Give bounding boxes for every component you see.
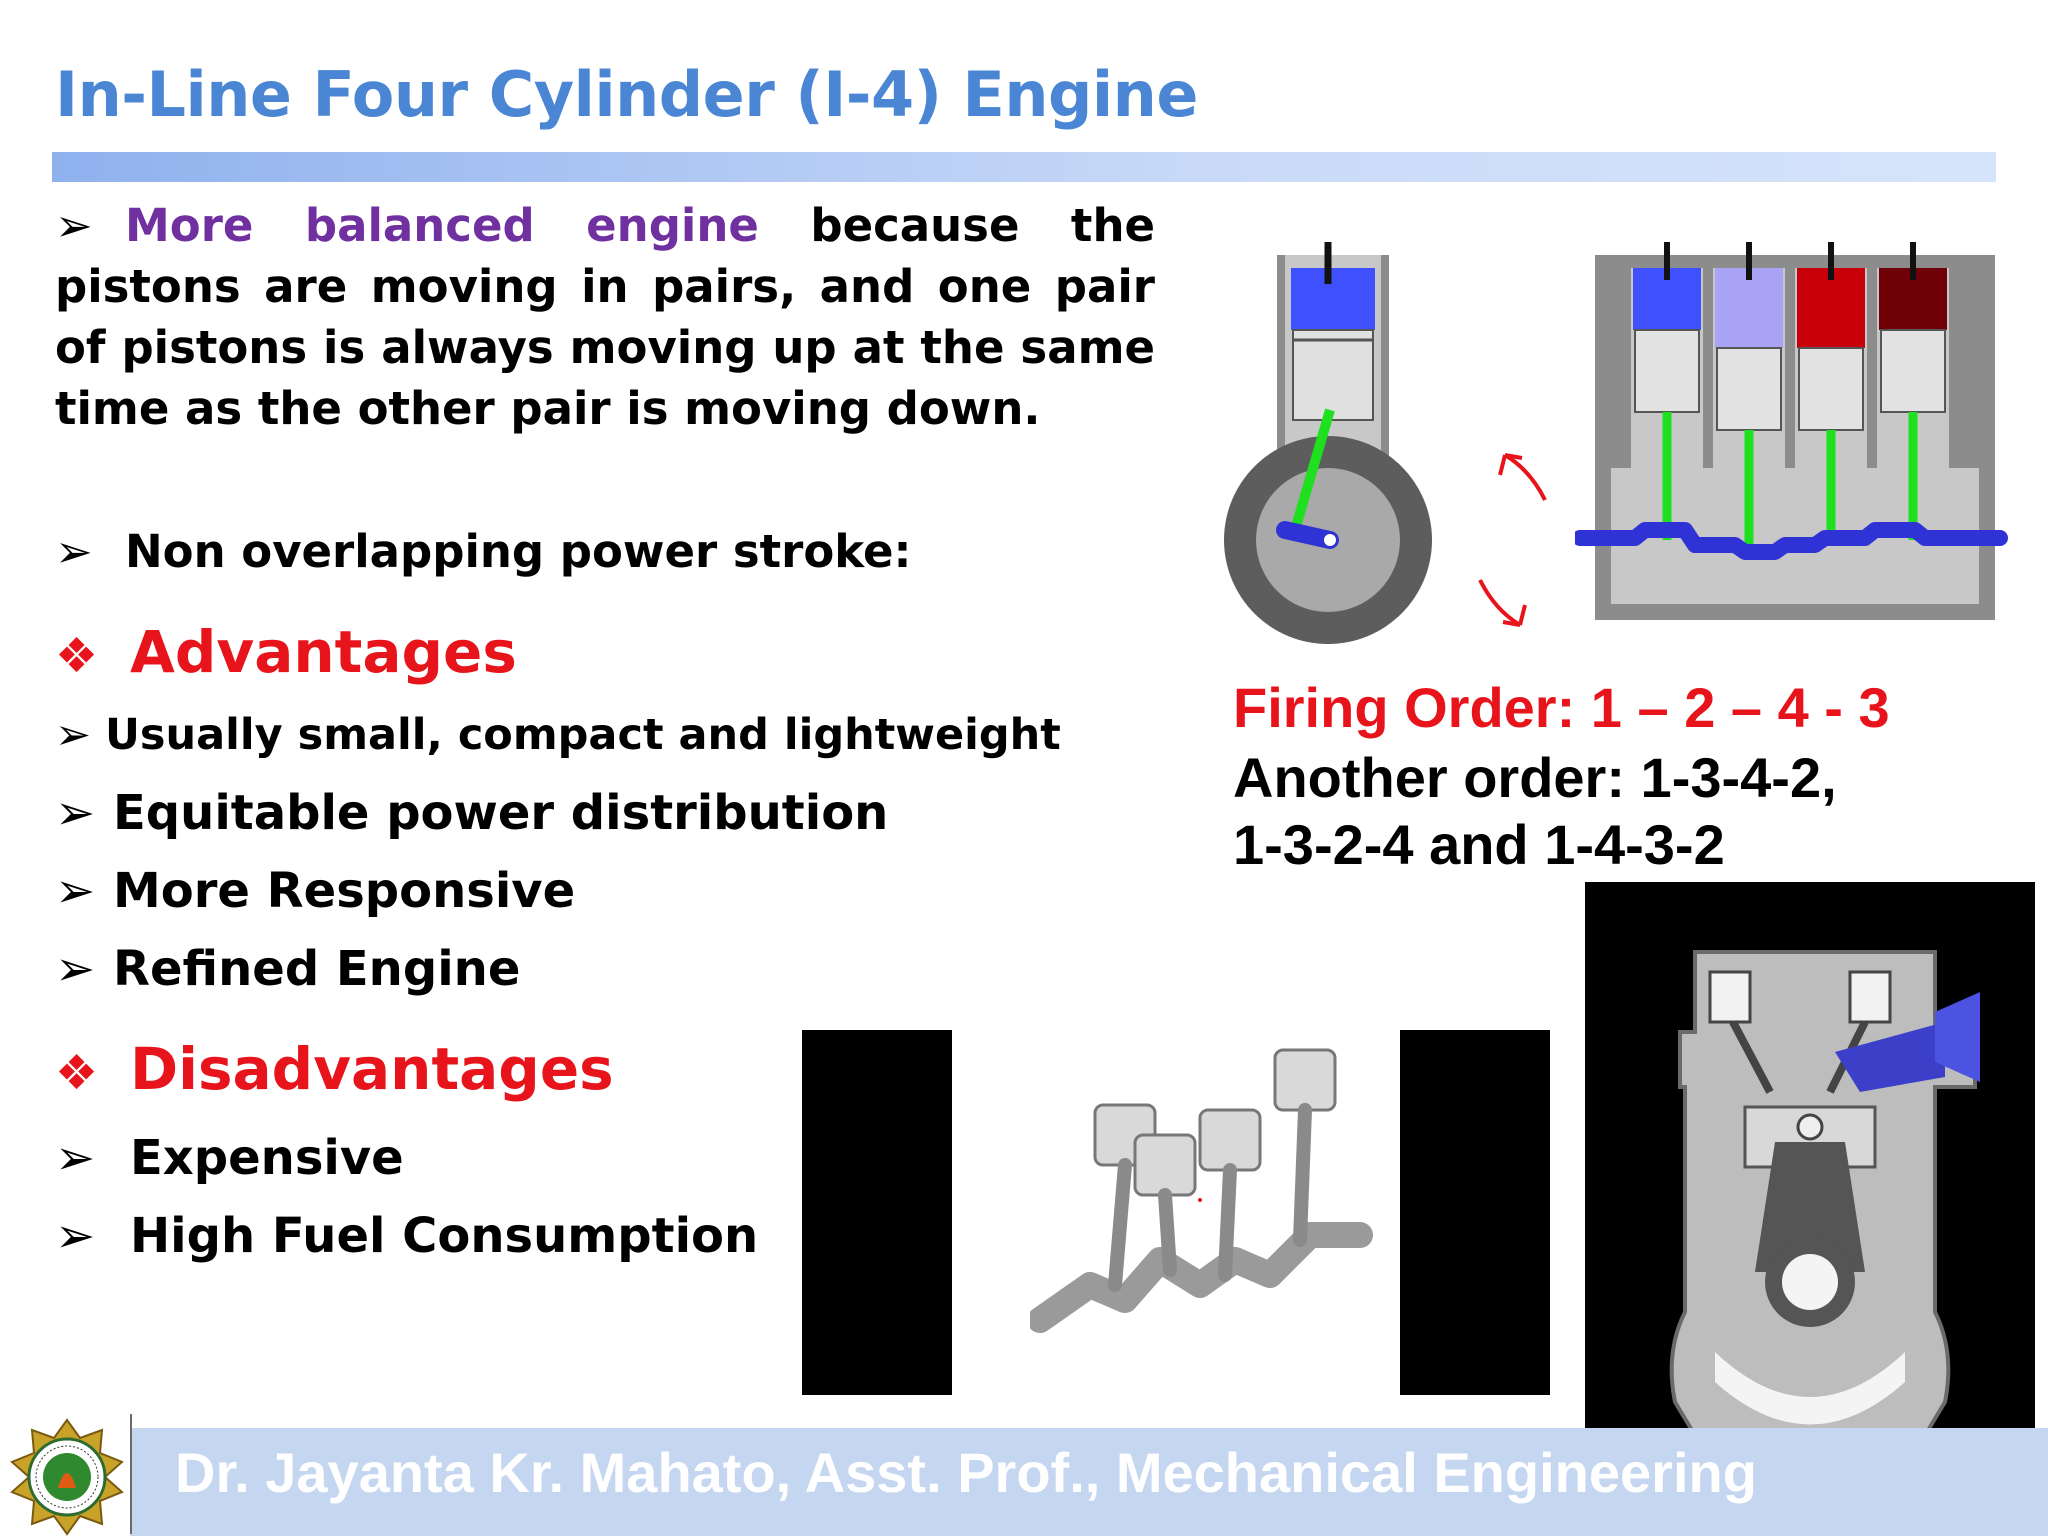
advantage-item: ➢Refined Engine (55, 941, 521, 997)
advantage-item: ➢Usually small, compact and lightweight (55, 710, 1061, 760)
slide-title: In-Line Four Cylinder (I-4) Engine (55, 58, 1198, 131)
another-order-line2: 1-3-2-4 and 1-4-3-2 (1233, 813, 1725, 876)
arrow-bullet-icon: ➢ (55, 1130, 96, 1186)
footer-author: Dr. Jayanta Kr. Mahato, Asst. Prof., Mec… (175, 1441, 1757, 1504)
engine-cutaway-image (1585, 882, 2035, 1477)
arrow-bullet-icon: ➢ (55, 199, 93, 252)
footer-divider (130, 1414, 132, 1534)
video-frame-left (802, 1030, 952, 1395)
bullet-power-stroke: ➢Non overlapping power stroke: (55, 525, 912, 578)
disadvantage-item: ➢High Fuel Consumption (55, 1208, 759, 1264)
four-cylinder-diagram (1575, 242, 2008, 620)
firing-order: Firing Order: 1 – 2 – 4 - 3 (1233, 676, 1890, 739)
arrow-bullet-icon: ➢ (55, 785, 96, 841)
arrow-bullet-icon: ➢ (55, 941, 96, 997)
advantages-heading: ❖Advantages (55, 618, 517, 686)
intro-highlight: More balanced engine (125, 199, 759, 252)
cylinder-3 (1795, 242, 1867, 545)
disadvantages-heading: ❖Disadvantages (55, 1035, 614, 1103)
single-cylinder-diagram (1224, 242, 1432, 644)
intro-paragraph: ➢ More balanced engine because the piston… (55, 195, 1155, 439)
disadvantage-item: ➢Expensive (55, 1130, 404, 1186)
arrow-bullet-icon: ➢ (55, 525, 93, 578)
cylinder-4 (1877, 242, 1949, 540)
arrow-bullet-icon: ➢ (55, 1208, 96, 1264)
crankshaft-pistons-image (1030, 1048, 1373, 1333)
intro-text: because the pistons are moving in pairs,… (55, 199, 1155, 435)
diamond-star-icon: ❖ (55, 628, 99, 684)
arrow-bullet-icon: ➢ (55, 710, 92, 760)
cylinder-1 (1631, 242, 1703, 540)
advantage-item: ➢Equitable power distribution (55, 785, 889, 841)
cylinder-2 (1713, 242, 1785, 545)
video-frame-right (1400, 1030, 1550, 1395)
another-order-line1: Another order: 1-3-4-2, (1233, 746, 1837, 809)
university-logo-icon (10, 1418, 124, 1536)
rotation-arrows-icon (1478, 453, 1547, 627)
arrow-bullet-icon: ➢ (55, 863, 96, 919)
diamond-star-icon: ❖ (55, 1045, 99, 1101)
footer-band (130, 1428, 2048, 1536)
advantage-item: ➢More Responsive (55, 863, 576, 919)
title-underline-bar (52, 152, 1996, 182)
